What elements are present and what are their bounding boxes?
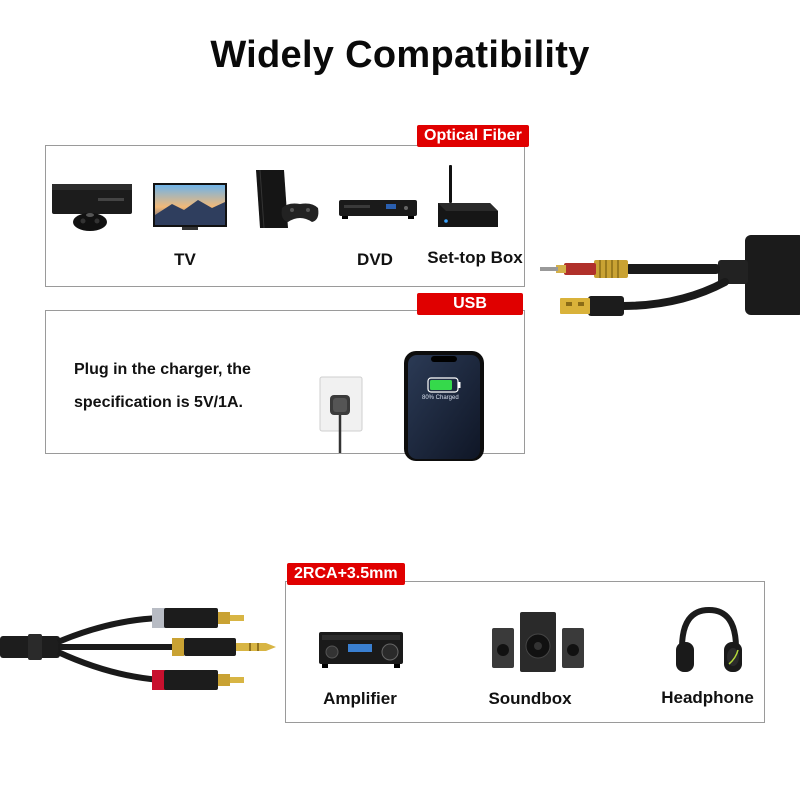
dvd-label: DVD — [357, 250, 393, 269]
amplifier-label: Amplifier — [323, 689, 397, 708]
soundbox-label: Soundbox — [488, 689, 572, 708]
set-top-box-label: Set-top Box — [427, 248, 523, 267]
rca-tag: 2RCA+3.5mm — [287, 563, 405, 585]
set-top-box-icon — [438, 165, 498, 227]
headphone-icon — [676, 606, 742, 672]
playstation-icon — [256, 169, 319, 229]
tv-label: TV — [174, 250, 196, 269]
soundbox-icon — [492, 612, 584, 672]
rca-cable-graphic — [0, 608, 276, 690]
phone-charge-text: 80% Charged — [422, 395, 459, 401]
tv-icon — [153, 183, 227, 230]
amplifier-icon — [319, 632, 403, 668]
wall-charger-icon — [319, 376, 363, 453]
phone-icon — [404, 351, 484, 461]
usb-spec-text-line1: Plug in the charger, the — [74, 361, 251, 378]
usb-spec-text-line2: specification is 5V/1A. — [74, 394, 243, 411]
optical-fiber-tag: Optical Fiber — [417, 125, 529, 147]
dvd-player-icon — [339, 200, 417, 219]
game-console-icon — [52, 184, 132, 231]
page-title: Widely Compatibility — [210, 34, 590, 76]
headphone-label: Headphone — [661, 688, 754, 707]
usb-tag: USB — [417, 293, 523, 315]
adapter-cable-graphic — [540, 235, 800, 316]
